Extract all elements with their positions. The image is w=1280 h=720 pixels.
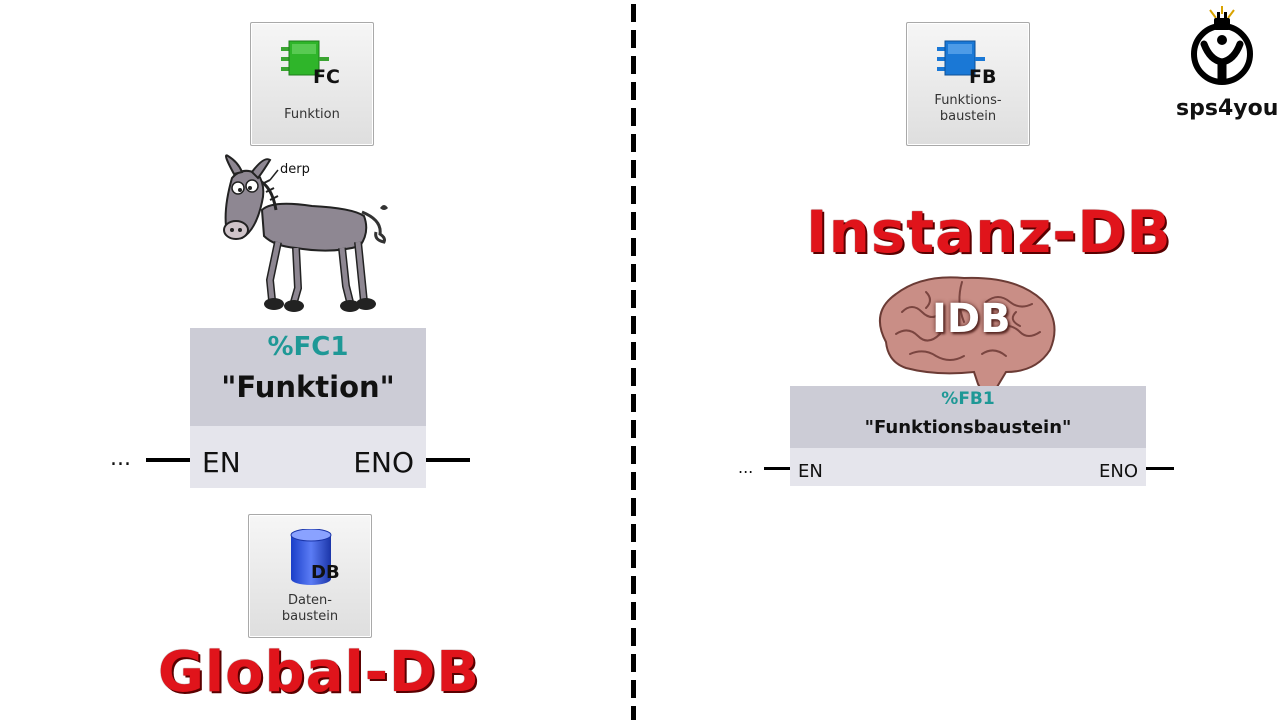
pin-eno[interactable]: ENO [353,446,414,479]
db-badge: DB [311,562,340,583]
pin-en[interactable]: EN [798,461,823,482]
database-icon [249,528,371,585]
donkey-illustration: derp [212,150,392,322]
fc1-block[interactable]: %FC1 "Funktion" EN ENO [190,328,426,488]
pin-en[interactable]: EN [202,446,241,479]
logo-text: sps4you [1176,96,1279,121]
fb-button[interactable]: FB Funktions- baustein [906,22,1030,146]
db-button[interactable]: DB Daten- baustein [248,514,372,638]
block-number: %FB1 [941,389,995,409]
en-input-wire [146,458,190,462]
function-block-icon [907,37,1029,87]
en-input-wire [764,467,790,470]
fb1-block[interactable]: %FB1 "Funktionsbaustein" EN ENO [790,386,1146,486]
instanz-db-title: Instanz-DB [806,198,1172,266]
brain-illustration: IDB [866,272,1062,396]
function-block-icon [251,37,373,87]
block-name: "Funktion" [221,370,395,404]
fc-button[interactable]: FC Funktion [250,22,374,146]
block-name: "Funktionsbaustein" [864,417,1072,438]
fb1-block-header: %FB1 "Funktionsbaustein" [790,386,1146,448]
pin-eno[interactable]: ENO [1098,461,1138,482]
fc-badge: FC [313,66,340,88]
logo-icon [1191,6,1253,85]
eno-output-wire [426,458,470,462]
global-db-title: Global-DB [158,640,481,705]
block-number: %FC1 [267,332,349,362]
fc-button-label: Funktion [284,107,340,122]
db-button-label: Daten- baustein [281,593,339,624]
dashed-divider [631,4,636,720]
sps4you-logo: sps4you [1170,4,1278,122]
fb-badge: FB [969,66,997,88]
input-ellipsis: ... [738,458,754,477]
fb-button-label: Funktions- baustein [934,93,1002,124]
brain-label: IDB [932,296,1011,342]
input-ellipsis: ... [110,446,131,471]
donkey-speech-text: derp [280,162,310,177]
fc1-block-header: %FC1 "Funktion" [190,328,426,426]
eno-output-wire [1146,467,1174,470]
